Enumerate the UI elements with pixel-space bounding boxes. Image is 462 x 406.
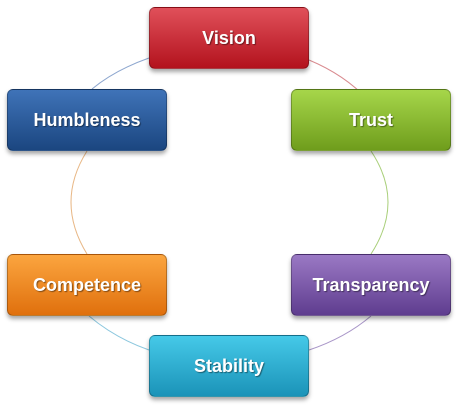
node-stability: Stability (149, 335, 309, 397)
node-trust: Trust (291, 89, 451, 151)
node-label-stability: Stability (193, 355, 264, 376)
ring-arc-transparency-stability (308, 315, 372, 351)
node-humbleness: Humbleness (7, 89, 167, 151)
node-label-trust: Trust (348, 109, 393, 130)
node-competence: Competence (7, 254, 167, 316)
node-label-transparency: Transparency (312, 274, 430, 295)
node-vision: Vision (149, 7, 309, 69)
node-transparency: Transparency (291, 254, 451, 316)
ring-arc-humbleness-vision (91, 57, 150, 90)
node-label-competence: Competence (32, 274, 142, 295)
ring-arc-competence-humbleness (70, 150, 88, 255)
node-label-vision: Vision (202, 27, 256, 48)
node-label-humbleness: Humbleness (33, 109, 141, 130)
ring-arc-stability-competence (88, 315, 150, 351)
ring-arc-trust-transparency (370, 150, 389, 255)
